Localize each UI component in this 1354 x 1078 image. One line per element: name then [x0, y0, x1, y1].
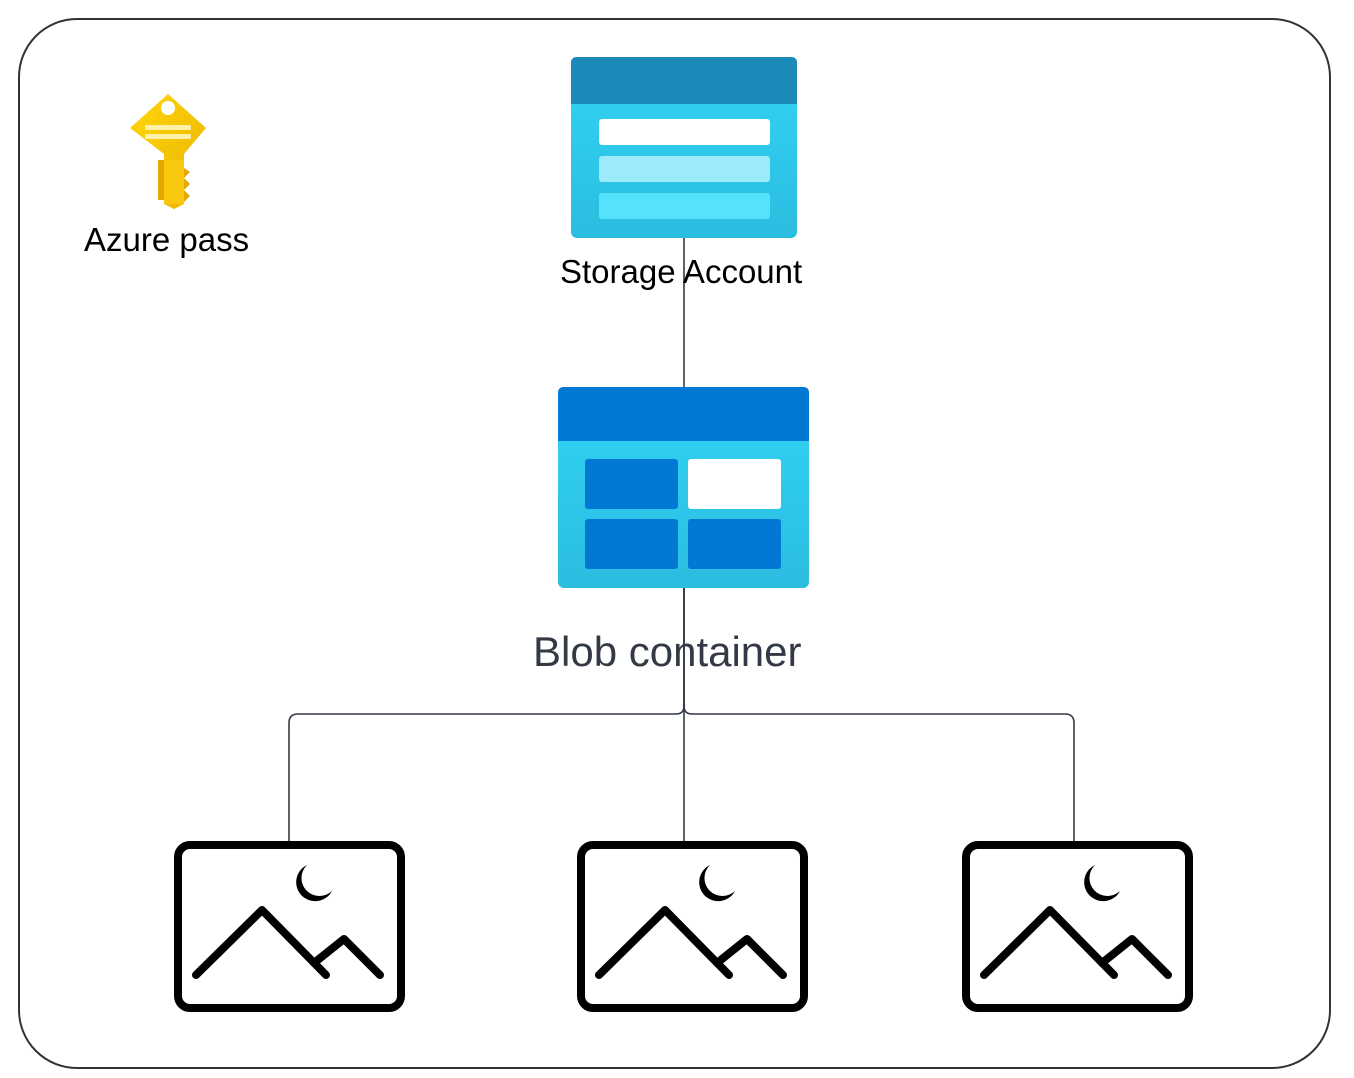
image-icon [962, 841, 1193, 1012]
storage-account-label: Storage Account [560, 253, 803, 290]
storage-account-icon [571, 57, 797, 238]
key-icon [130, 94, 206, 209]
connectors [288, 237, 1075, 843]
blob-container-label: Blob container [533, 628, 802, 675]
blob-container-icon [558, 387, 809, 588]
image-icon [577, 841, 808, 1012]
image-icon [174, 841, 405, 1012]
azure-pass-label: Azure pass [84, 221, 250, 258]
connector-blob-to-image-right [683, 587, 1075, 843]
